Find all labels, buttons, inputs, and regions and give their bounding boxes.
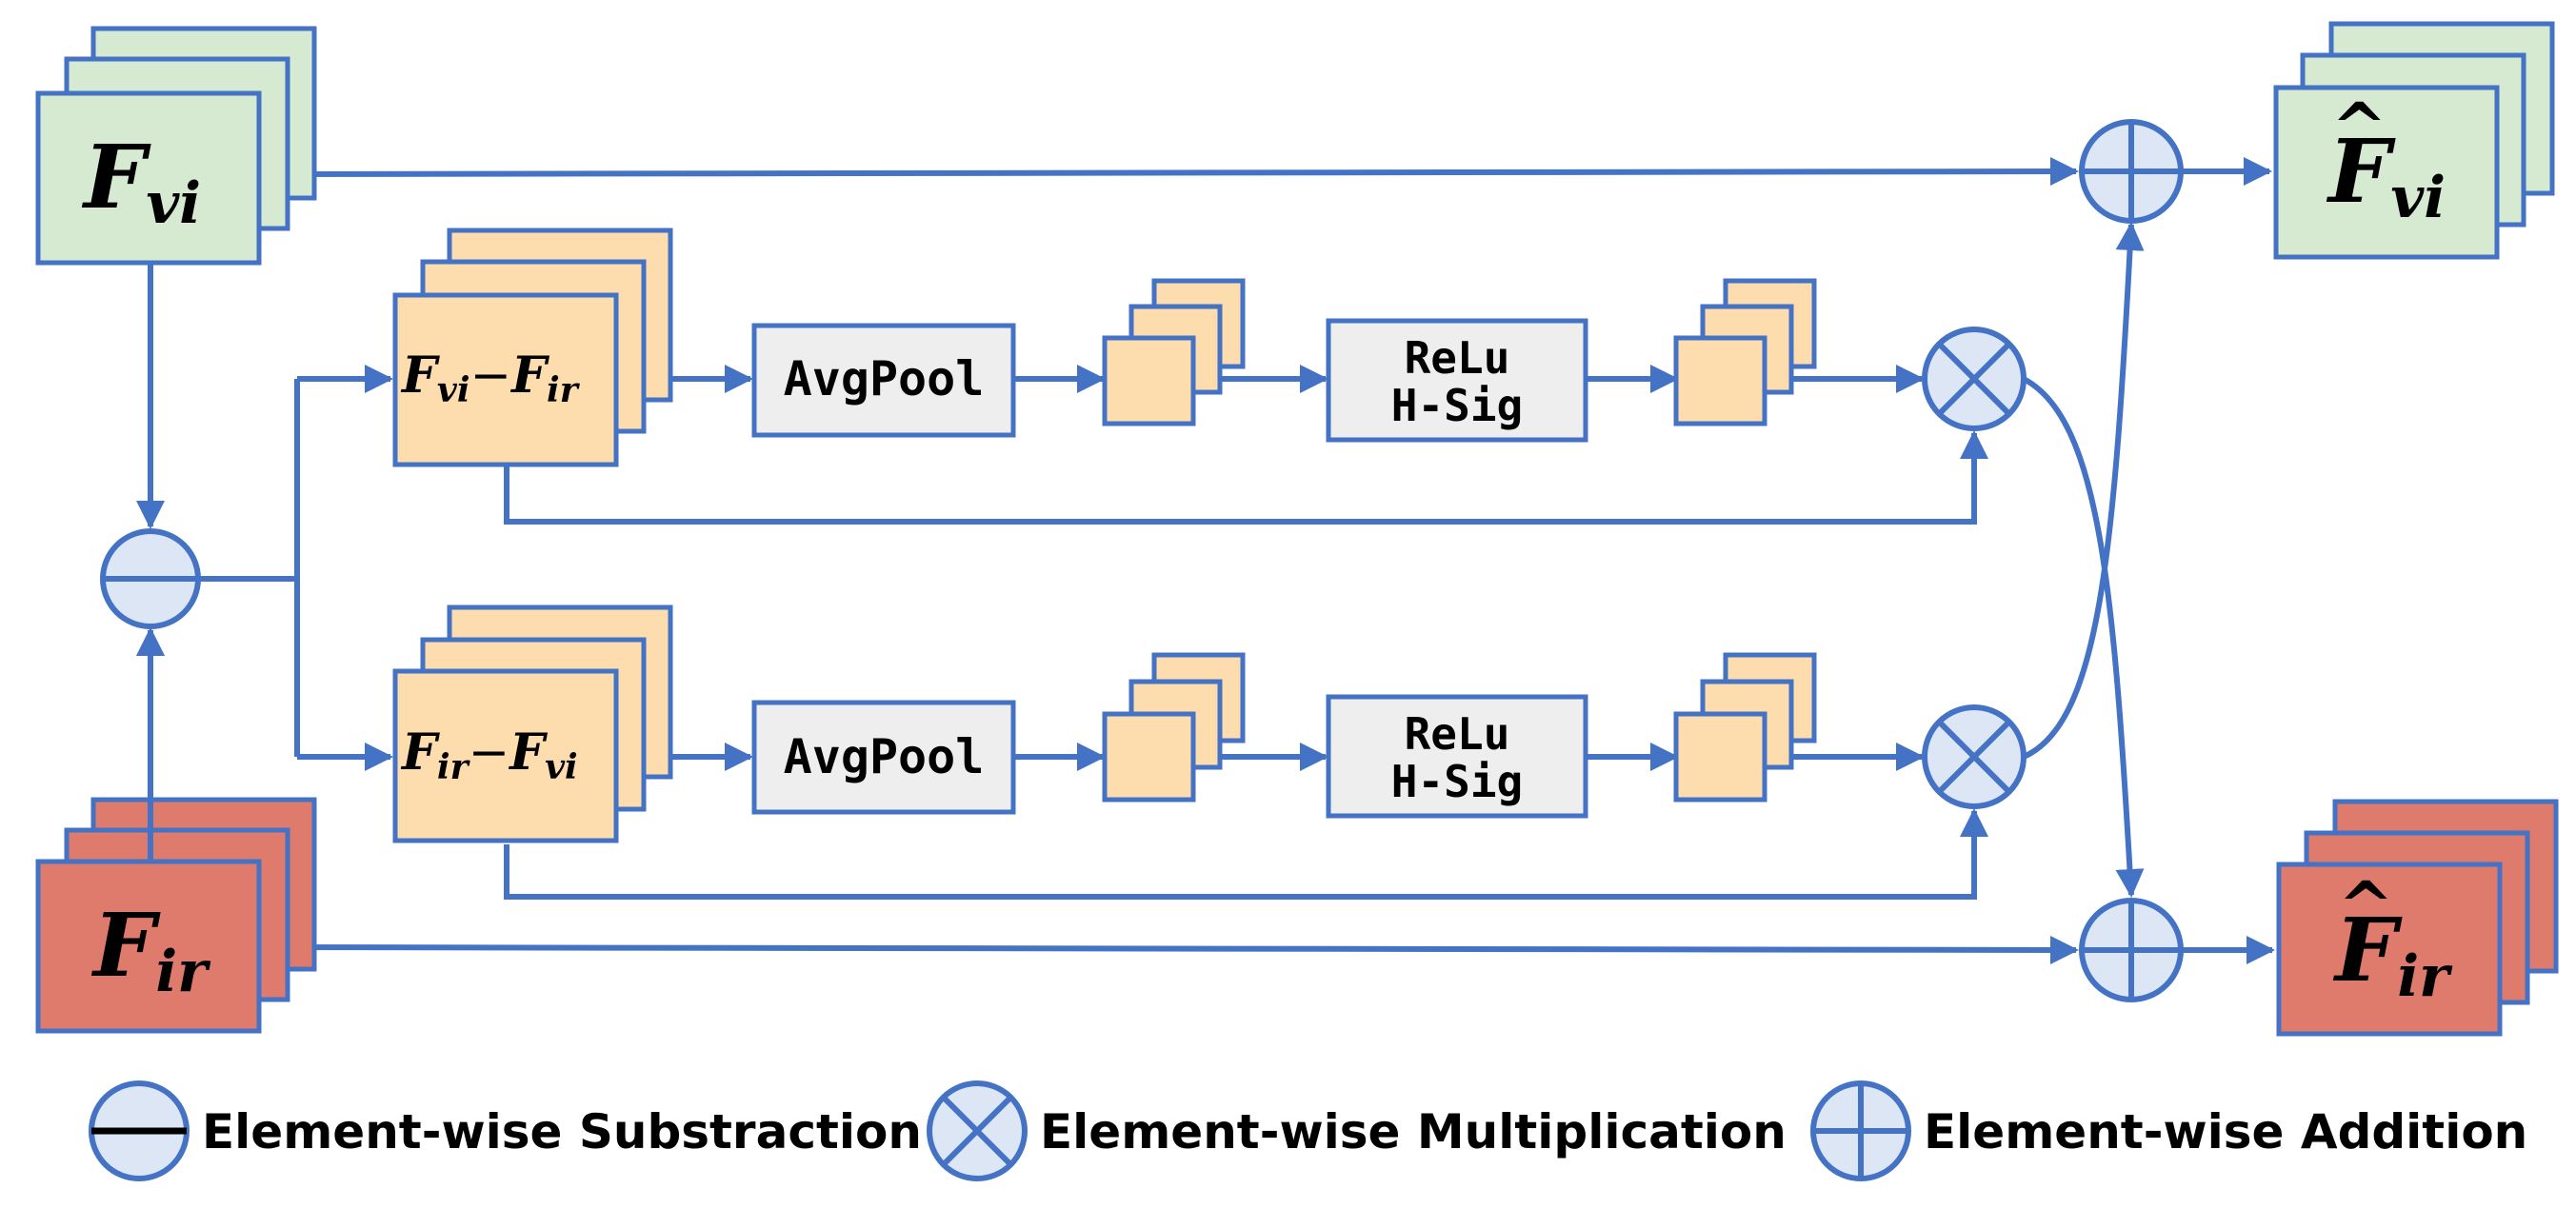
arrow-fvi-to-add-top (261, 157, 2079, 187)
multiplication-node-bottom (1922, 704, 2027, 809)
fvi-output-label: Fvi (2326, 120, 2446, 231)
avgpool-bottom: AvgPool (751, 700, 1016, 815)
fir-label: Fir (90, 894, 211, 1005)
weight-top-stack (1673, 278, 1817, 426)
avgpool-bottom-label: AvgPool (784, 729, 985, 784)
avgpool-top: AvgPool (751, 323, 1016, 438)
addition-node-top (2079, 119, 2184, 224)
legend-multiplication: Element-wise Multiplication (927, 1080, 1787, 1181)
pooled-top-stack (1102, 278, 1246, 426)
arrow-skip-top (504, 430, 1988, 525)
activation-top: ReLu H-Sig (1326, 318, 1588, 443)
legend-subtraction-label: Element-wise Substraction (202, 1104, 922, 1159)
legend-multiplication-label: Element-wise Multiplication (1040, 1104, 1787, 1159)
legend-addition: Element-wise Addition (1810, 1080, 2527, 1181)
fvi-output-hat: ^ (2331, 88, 2387, 167)
arrow-fir-to-add-bottom (261, 935, 2079, 964)
arrow-mul-top-to-add-bottom (2022, 376, 2145, 898)
arrow-mul-bottom-to-add-top (2022, 222, 2145, 760)
subtraction-node (100, 528, 201, 629)
fir-output-stack: Fir ^ (2276, 799, 2559, 1037)
arrow-skip-bottom (504, 808, 1988, 900)
fvi-input-stack: Fvi (35, 26, 317, 266)
connections (136, 157, 2275, 964)
weight-bottom-stack (1673, 652, 1817, 803)
fir-output-label: Fir (2332, 899, 2453, 1010)
act-top-line1: ReLu (1405, 332, 1510, 384)
diff-vi-ir-stack: Fvi−Fir (392, 228, 673, 467)
act-bottom-line1: ReLu (1405, 708, 1510, 760)
legend-subtraction: Element-wise Substraction (89, 1080, 922, 1181)
diff-vi-ir-label: Fvi−Fir (400, 347, 581, 410)
act-top-line2: H-Sig (1391, 380, 1523, 431)
diff-ir-vi-label: Fir−Fvi (400, 723, 578, 787)
fvi-layer-front (35, 90, 262, 266)
fvi-output-stack: Fvi ^ (2273, 21, 2555, 260)
act-bottom-line2: H-Sig (1391, 756, 1523, 807)
diff-ir-vi-stack: Fir−Fvi (392, 604, 673, 843)
legend: Element-wise Substraction Element-wise M… (89, 1080, 2527, 1181)
pooled-bottom-stack (1102, 652, 1246, 803)
fvi-label: Fvi (81, 126, 201, 237)
fir-output-hat: ^ (2338, 866, 2394, 945)
fir-layer-front (35, 859, 262, 1034)
avgpool-top-label: AvgPool (784, 351, 985, 406)
diff-bottom-layer-front (392, 668, 619, 843)
activation-bottom: ReLu H-Sig (1326, 694, 1588, 819)
legend-addition-label: Element-wise Addition (1924, 1104, 2527, 1159)
diff-top-layer-front (392, 292, 619, 467)
fir-input-stack: Fir (35, 797, 317, 1034)
addition-node-bottom (2079, 898, 2184, 1002)
multiplication-node-top (1922, 327, 2027, 431)
